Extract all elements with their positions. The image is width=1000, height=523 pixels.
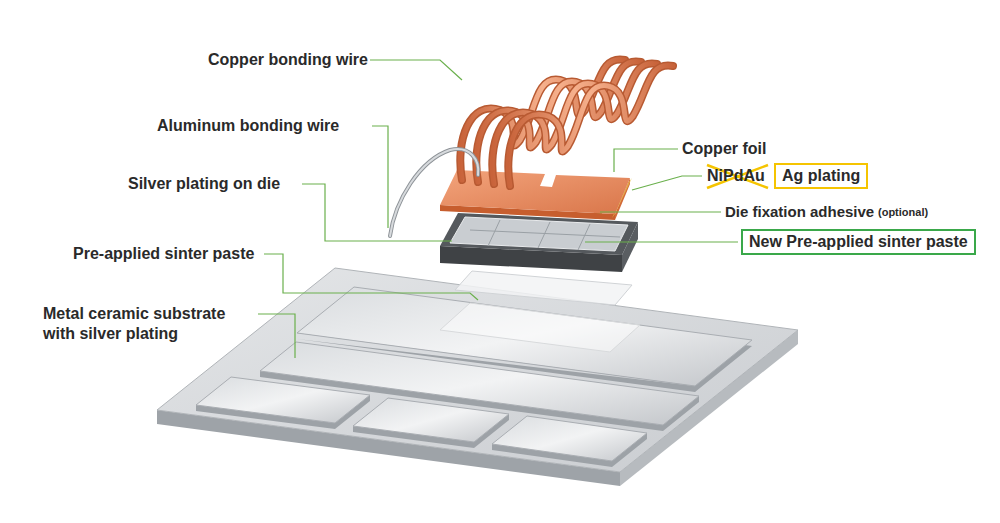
- sinter-paste-sheet: [455, 271, 632, 305]
- silver-pads: [196, 287, 752, 467]
- part-label: NiPdAu: [707, 166, 765, 186]
- substrate: [157, 268, 798, 486]
- sinter-paste: [440, 303, 640, 352]
- part-label: Copper foil: [682, 139, 766, 159]
- part-label: Aluminum bonding wire: [157, 116, 339, 136]
- aluminum-wire-highlight: [390, 149, 478, 236]
- highlight-text: Ag plating: [782, 166, 860, 186]
- part-label: Metal ceramic substrate with silver plat…: [43, 304, 258, 344]
- highlight-text: New Pre-applied sinter paste: [749, 232, 968, 252]
- strike-cross: [707, 165, 768, 188]
- part-label: (optional): [878, 205, 928, 219]
- aluminum-wire: [390, 149, 478, 236]
- part-label: Silver plating on die: [128, 174, 280, 194]
- part-label: Pre-applied sinter paste: [73, 244, 254, 264]
- part-label: Die fixation adhesive: [725, 202, 874, 222]
- highlight-box: New Pre-applied sinter paste: [741, 229, 976, 255]
- copper-bonding-wires: [460, 59, 673, 186]
- highlight-box: Ag plating: [774, 163, 868, 189]
- leader-lines: [258, 60, 738, 358]
- part-label: Copper bonding wire: [208, 50, 368, 70]
